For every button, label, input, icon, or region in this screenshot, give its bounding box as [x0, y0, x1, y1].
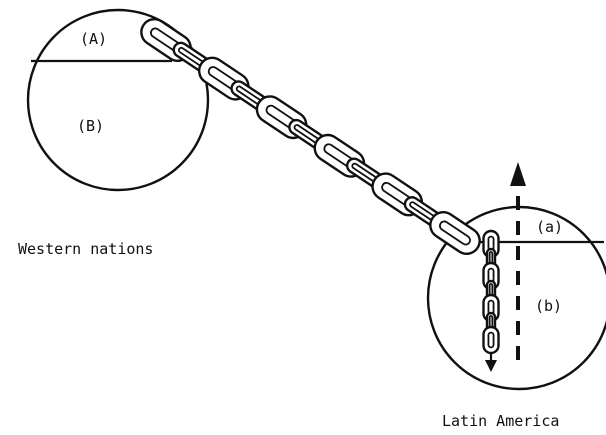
latin-america-caption: Latin America — [442, 412, 559, 430]
small-chain-icon — [482, 229, 500, 355]
chain-link — [429, 211, 481, 255]
western-nations-circle — [26, 8, 210, 192]
down-arrow-icon — [485, 352, 497, 372]
dashed-up-arrow-icon — [510, 162, 526, 360]
western-nations-caption: Western nations — [18, 240, 153, 258]
small-chain-link — [482, 325, 500, 355]
western-nations-group: (A) (B) Western nations — [18, 8, 210, 258]
label-lower-b: (b) — [535, 297, 562, 315]
latin-america-group: (a) (b) Latin America — [426, 162, 606, 430]
down-arrow-head — [485, 360, 497, 372]
label-upper-A: (A) — [80, 30, 107, 48]
chain-icon — [140, 18, 481, 255]
label-lower-B: (B) — [77, 117, 104, 135]
label-upper-a: (a) — [536, 218, 563, 236]
dashed-arrow-head — [510, 162, 526, 186]
